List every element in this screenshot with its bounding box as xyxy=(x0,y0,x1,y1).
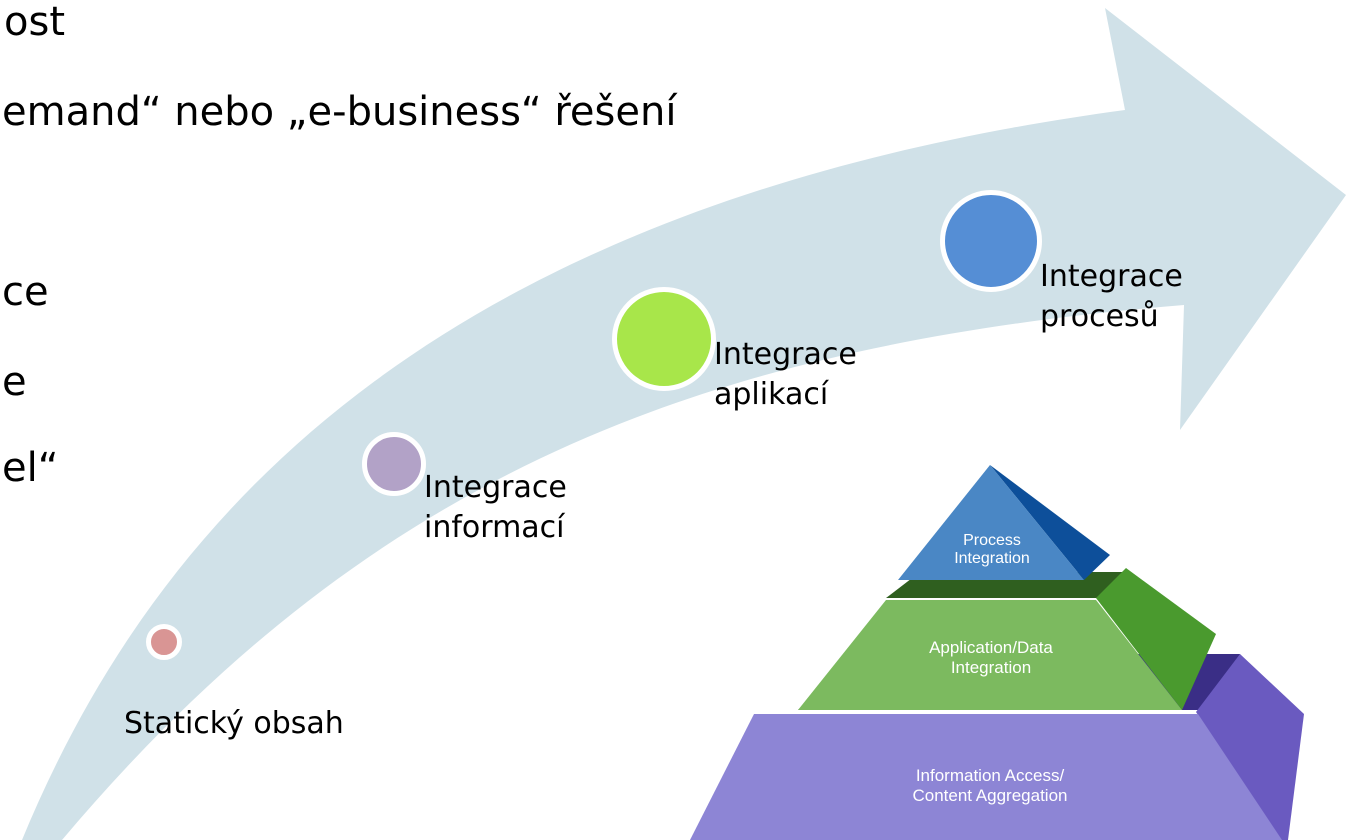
pyramid-top-label: Process Integration xyxy=(954,532,1030,568)
pyramid-top-front xyxy=(898,465,1084,580)
pyramid-middle-front xyxy=(798,600,1182,710)
step-label-process-line1: Integrace xyxy=(1040,259,1183,294)
step-label-information: Integrace informací xyxy=(424,468,567,548)
pyramid-middle-label: Application/Data Integration xyxy=(929,638,1053,677)
pyramid-middle-side xyxy=(1096,568,1216,710)
step-dot-information xyxy=(362,432,426,496)
step-label-information-line1: Integrace xyxy=(424,470,567,505)
pyramid-bottom-side xyxy=(1196,654,1304,840)
step-label-application: Integrace aplikací xyxy=(714,335,857,415)
step-label-process: Integrace procesů xyxy=(1040,257,1183,337)
step-dot-process xyxy=(940,190,1042,292)
step-label-application-line1: Integrace xyxy=(714,337,857,372)
pyramid-bottom-label: Information Access/ Content Aggregation xyxy=(912,766,1068,805)
step-dot-application xyxy=(612,287,716,391)
step-label-information-line2: informací xyxy=(424,510,565,545)
bullet-3: ce xyxy=(2,269,49,315)
step-label-static-line1: Statický obsah xyxy=(124,706,344,741)
bullet-1: ost xyxy=(4,0,65,45)
pyramid-top-side xyxy=(990,465,1110,580)
bullet-2: emand“ nebo „e-business“ řešení xyxy=(2,89,677,135)
step-dot-static xyxy=(146,624,182,660)
step-label-process-line2: procesů xyxy=(1040,299,1159,334)
bullet-5: el“ xyxy=(2,445,59,491)
step-label-application-line2: aplikací xyxy=(714,377,829,412)
step-label-static: Statický obsah xyxy=(124,704,344,744)
bullet-4: e xyxy=(2,359,27,405)
pyramid-bottom-front xyxy=(690,714,1282,840)
